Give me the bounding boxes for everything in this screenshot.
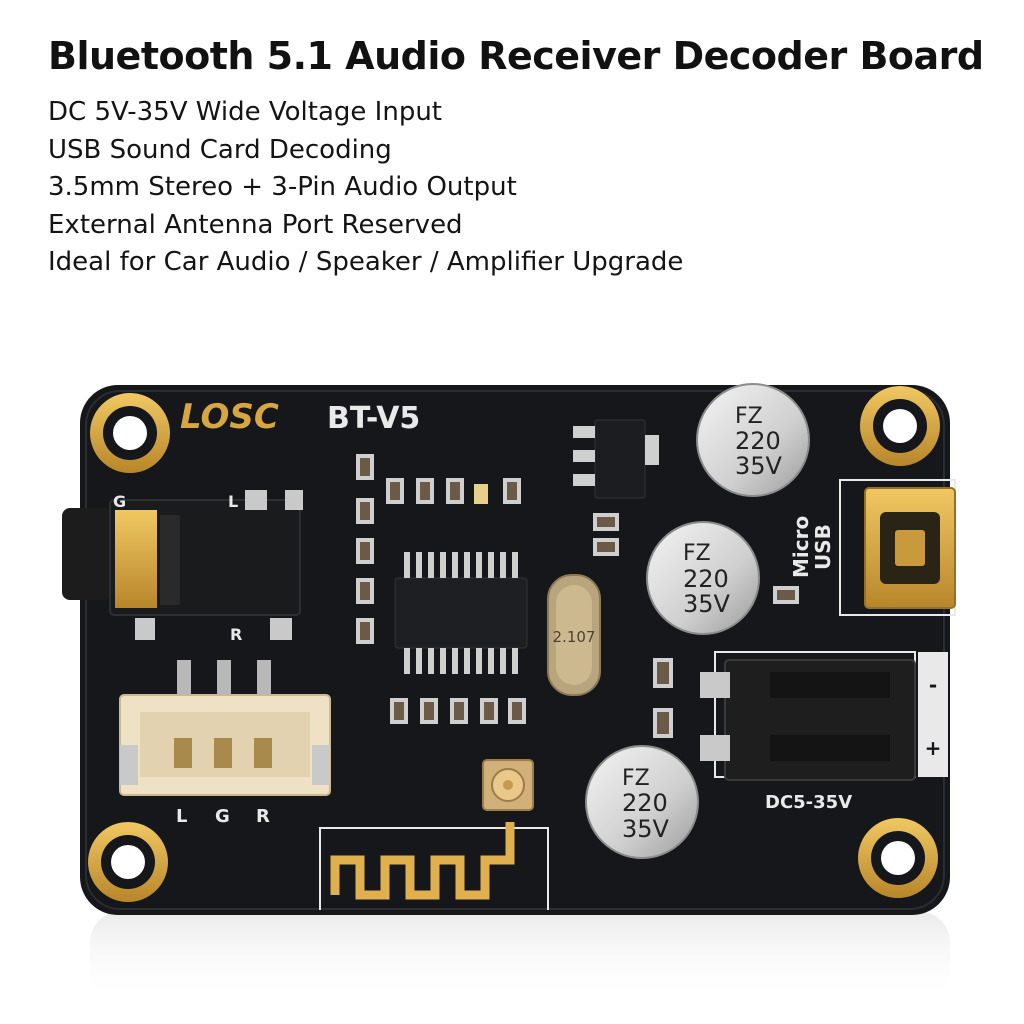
mounting-hole-top-left [90,393,170,473]
feature-item-audio-output: 3.5mm Stereo + 3-Pin Audio Output [48,172,517,202]
audio-header-3-pin: L G R [119,660,331,827]
antenna-trace [330,822,515,900]
capacitor-label-220: 220 [735,427,781,455]
header-label-l: L [176,806,187,827]
jack-label-l: L [228,492,238,511]
capacitor-label-220: 220 [683,565,729,593]
board-model: BT-V5 [327,401,420,436]
power-terminal-block: - + DC5-35V [700,651,948,813]
usb-label-micro: Micro [789,516,813,578]
feature-item-antenna: External Antenna Port Reserved [48,209,463,240]
voltage-regulator [573,419,659,499]
header-label-g: G [215,806,230,827]
feature-item-use-cases: Ideal for Car Audio / Speaker / Amplifie… [48,247,684,277]
feature-item-usb-decoding: USB Sound Card Decoding [48,134,392,165]
crystal-oscillator: 2.107 [547,574,601,696]
board-reflection [90,912,950,1002]
jack-label-g: G [113,492,126,511]
mounting-hole-top-right [860,386,940,466]
feature-list: DC 5V-35V Wide Voltage Input USB Sound C… [48,94,683,282]
capacitor-top: FZ 220 35V [696,383,810,497]
board-brand: LOSC [180,397,279,437]
header-label-r: R [256,806,270,827]
pcb-board: LOSC BT-V5 G L R L [62,383,956,915]
polarity-minus: - [929,673,937,697]
capacitor-label-35v: 35V [683,590,731,618]
capacitor-label-fz: FZ [683,541,711,566]
micro-usb-port: Micro USB [789,479,956,616]
capacitor-label-220: 220 [622,789,668,817]
polarity-plus: + [925,736,942,760]
usb-label-usb: USB [811,524,835,570]
decoder-ic-chip [394,552,528,674]
antenna-connector [482,759,534,811]
capacitor-label-fz: FZ [622,766,650,791]
audio-jack-3-5mm: G L R [62,490,303,644]
mounting-hole-bottom-right [858,818,938,898]
feature-item-voltage: DC 5V-35V Wide Voltage Input [48,97,442,127]
mounting-hole-bottom-left [88,822,168,902]
jack-label-r: R [230,625,242,644]
capacitor-label-fz: FZ [735,404,763,429]
crystal-label: 2.107 [553,628,596,646]
power-label: DC5-35V [765,792,852,813]
capacitor-label-35v: 35V [622,815,670,843]
capacitor-bottom: FZ 220 35V [585,745,699,859]
capacitor-label-35v: 35V [735,452,783,480]
page-title: Bluetooth 5.1 Audio Receiver Decoder Boa… [48,34,984,78]
capacitor-middle: FZ 220 35V [646,521,760,635]
smd-components [356,454,799,738]
